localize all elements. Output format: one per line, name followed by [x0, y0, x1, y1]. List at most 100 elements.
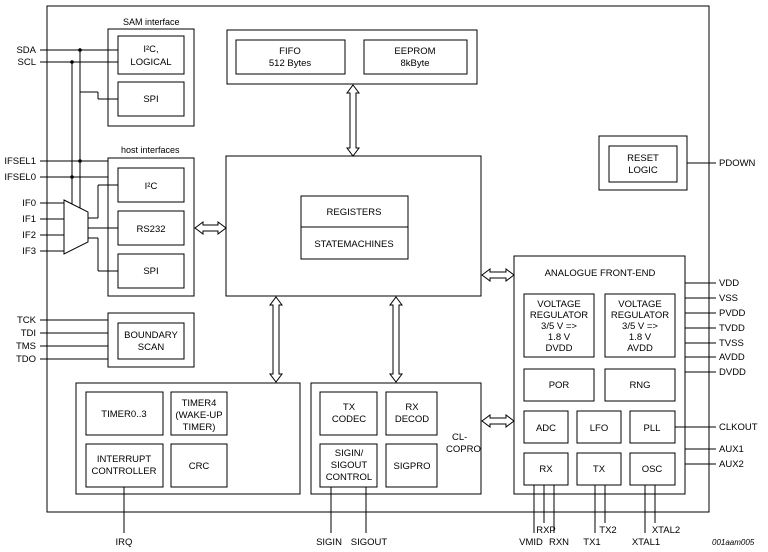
pin-pvdd: PVDD [719, 308, 746, 319]
pin-xtal1: XTAL1 [632, 537, 660, 548]
pin-vmid: VMID [519, 537, 543, 548]
vreg1-line2: REGULATOR [530, 310, 588, 321]
sig-label-3: CONTROL [326, 472, 372, 483]
reset-label: RESET [627, 153, 659, 164]
host-spi-block [117, 253, 185, 289]
pin-aux2: AUX2 [719, 459, 744, 470]
pin-aux1: AUX1 [719, 444, 744, 455]
pin-dvdd: DVDD [719, 367, 746, 378]
host-interfaces-title: host interfaces [121, 145, 180, 155]
boundary-scan-block [117, 322, 185, 360]
pin-ifsel0: IFSEL0 [4, 172, 36, 183]
voltage-regulator-dvdd-block [523, 293, 595, 358]
boundary-scan-label-2: SCAN [138, 342, 165, 353]
host-i2c-label: I²C [145, 181, 158, 192]
lfo-block [576, 410, 622, 444]
host-spi-label: SPI [143, 266, 158, 277]
eeprom-label: EEPROM [394, 46, 435, 57]
timer03-block [85, 391, 164, 436]
afe-tx-label: TX [593, 464, 606, 475]
voltage-regulator-avdd-block [604, 293, 676, 358]
boundary-scan-label-1: BOUNDARY [124, 330, 178, 341]
fifo-size-label: 512 Bytes [269, 58, 311, 69]
rng-label: RNG [629, 380, 650, 391]
pll-label: PLL [644, 423, 661, 434]
pin-sigout: SIGOUT [351, 537, 388, 548]
rx-decod-block [385, 391, 438, 436]
osc-label: OSC [642, 464, 663, 475]
por-label: POR [549, 380, 570, 391]
pll-block [629, 410, 676, 444]
sig-label-2: SIGOUT [331, 460, 368, 471]
pin-tdo: TDO [16, 354, 36, 365]
figure-id: 001aam005 [712, 538, 755, 547]
pin-clkout: CLKOUT [719, 422, 758, 433]
bus-arrow-core-afe [481, 268, 515, 282]
pin-tvdd: TVDD [719, 323, 745, 334]
left-wiring [40, 48, 118, 360]
pin-tx2: TX2 [599, 525, 616, 536]
reset-logic-block [608, 145, 678, 183]
vreg1-line1: VOLTAGE [537, 299, 580, 310]
por-block [523, 368, 595, 402]
afe-rx-block [523, 452, 569, 486]
vreg1-line5: DVDD [546, 343, 573, 354]
pin-vdd: VDD [719, 278, 739, 289]
pin-tms: TMS [16, 341, 36, 352]
vreg1-line4: 1.8 V [548, 332, 571, 343]
pin-irq: IRQ [116, 537, 133, 548]
tx-codec-label-2: CODEC [332, 414, 366, 425]
pin-tdi: TDI [21, 328, 36, 339]
pin-pdown: PDOWN [719, 158, 756, 169]
sigpro-block [385, 443, 438, 488]
pin-xtal2: XTAL2 [652, 525, 680, 536]
pin-sigin: SIGIN [316, 537, 342, 548]
fifo-block [235, 39, 346, 75]
interrupt-controller-block [85, 443, 164, 488]
interrupt-label: INTERRUPT [97, 454, 152, 465]
pin-if0: IF0 [22, 198, 36, 209]
bus-arrow-clcopro-afe [481, 414, 515, 428]
lfo-label: LFO [590, 423, 608, 434]
host-i2c-block [117, 167, 185, 203]
right-wiring [675, 162, 716, 465]
bus-arrow-memory-core [346, 84, 360, 157]
sam-spi-block [117, 81, 185, 117]
logic-label: LOGIC [628, 165, 658, 176]
pin-tvss: TVSS [719, 338, 744, 349]
vreg2-line4: 1.8 V [629, 332, 652, 343]
afe-tx-block [576, 452, 622, 486]
pin-rxp: RXP [536, 525, 556, 536]
controller-label: CONTROLLER [92, 466, 157, 477]
sig-label-1: SIGIN/ [335, 448, 364, 459]
timer4-label-1: TIMER4 [182, 398, 217, 409]
bus-arrow-core-timers [269, 296, 283, 383]
rng-block [604, 368, 676, 402]
sam-i2c-label: I²C, [143, 44, 158, 55]
timer4-label-2: (WAKE-UP [175, 410, 222, 421]
timer4-label-3: TIMER) [183, 422, 216, 433]
pin-sda: SDA [16, 45, 36, 56]
fifo-label: FIFO [279, 46, 301, 57]
cl-label: CL- [452, 432, 467, 443]
timer4-block [170, 391, 228, 436]
vreg2-line2: REGULATOR [611, 310, 669, 321]
adc-label: ADC [536, 423, 556, 434]
sam-interface-title: SAM interface [123, 17, 180, 27]
host-rs232-label: RS232 [136, 224, 165, 235]
crc-block [170, 443, 228, 488]
sam-i2c-logical-block [117, 35, 185, 75]
registers-label: REGISTERS [327, 207, 382, 218]
eeprom-block [363, 39, 468, 75]
osc-block [629, 452, 676, 486]
sigpro-label: SIGPRO [394, 461, 431, 472]
vreg1-line3: 3/5 V => [541, 321, 577, 332]
pin-scl: SCL [18, 57, 36, 68]
bottom-wiring [123, 485, 656, 533]
adc-block [523, 410, 569, 444]
vreg2-line1: VOLTAGE [618, 299, 661, 310]
pin-ifsel1: IFSEL1 [4, 156, 36, 167]
pin-if1: IF1 [22, 214, 36, 225]
bus-arrow-core-clcopro [389, 296, 403, 383]
